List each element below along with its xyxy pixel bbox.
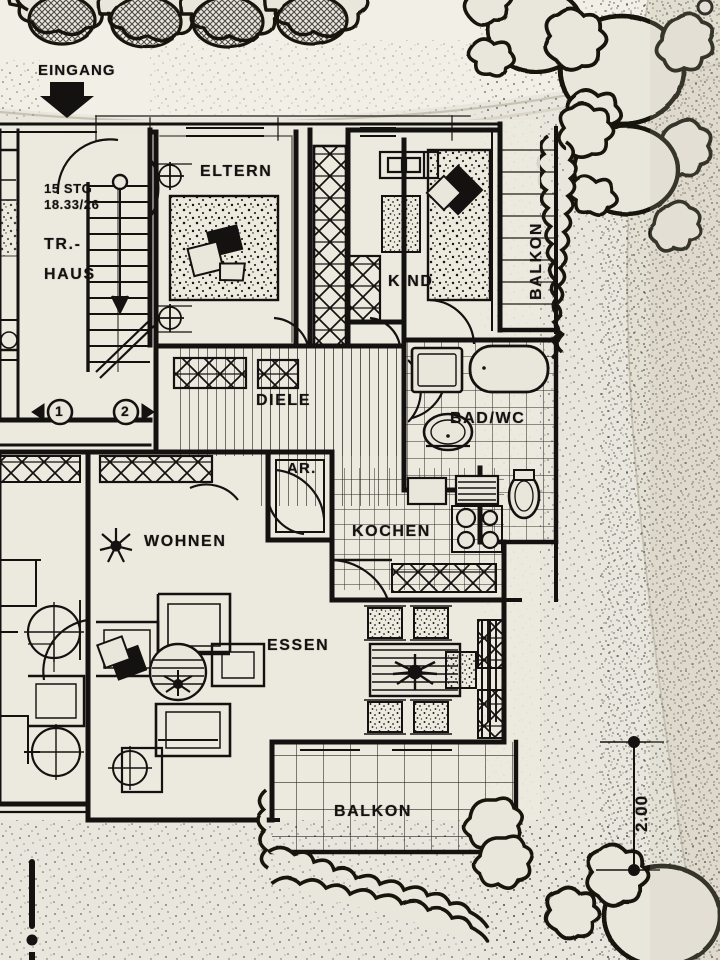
section-marker-1-label: 1 [55, 403, 64, 419]
stairwell-label-line1: TR.- [44, 236, 82, 253]
dimension-label-2-00: 2.00 [632, 794, 651, 832]
room-label-bad-wc: BAD/WC [450, 410, 526, 427]
furniture-left-unit [0, 179, 86, 780]
dimension-line-right [596, 736, 664, 876]
room-label-balkon-south: BALKON [334, 803, 413, 820]
stairwell-label-line2: HAUS [44, 266, 96, 283]
room-label-eltern: ELTERN [200, 163, 273, 180]
room-label-kind: KIND [388, 273, 434, 290]
tree-bottom-right [544, 842, 720, 960]
fixtures-kitchen [332, 474, 503, 562]
stair-dimension-label: 18.33/26 [44, 197, 100, 212]
shrub-row-top-shade [30, 0, 346, 45]
entrance-label: EINGANG [38, 62, 116, 79]
room-label-diele: DIELE [256, 392, 312, 409]
section-marker-2-label: 2 [121, 403, 130, 419]
tree-cluster-right [462, 0, 715, 253]
section-markers [31, 398, 155, 426]
furniture-wohnen [96, 528, 266, 794]
fixtures-bath [410, 344, 550, 520]
staircase [86, 173, 157, 379]
stair-count-label: 15 STG [44, 181, 93, 196]
room-label-essen: ESSEN [267, 637, 330, 654]
room-label-wohnen: WOHNEN [144, 533, 227, 550]
shrub-row-top-outline [27, 0, 349, 49]
entrance-arrow-glyph [40, 82, 94, 118]
room-label-ar: AR. [287, 460, 317, 477]
furniture-eltern [156, 162, 280, 333]
hedge-south [256, 788, 534, 943]
room-label-balkon-north: BALKON [528, 221, 545, 300]
furniture-essen [364, 605, 491, 738]
wardrobes [0, 144, 505, 739]
property-line [26, 859, 38, 960]
furniture-kind [378, 148, 492, 302]
room-label-kochen: KOCHEN [352, 523, 431, 540]
